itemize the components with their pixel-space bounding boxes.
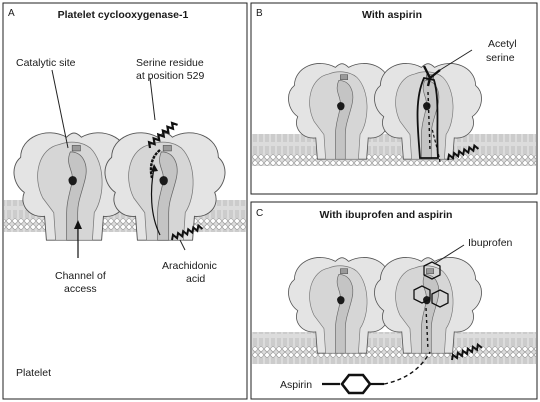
aspirin-label: Aspirin bbox=[280, 379, 312, 391]
arachidonic-acid-molecule bbox=[145, 119, 204, 241]
serine-pointer bbox=[149, 77, 156, 121]
serine-label-line2: at position 529 bbox=[136, 70, 204, 82]
ibuprofen-label: Ibuprofen bbox=[468, 237, 513, 249]
platelet-label: Platelet bbox=[16, 367, 51, 379]
panel-c-title: With ibuprofen and aspirin bbox=[320, 209, 453, 221]
serine-label-line1: Serine residue bbox=[136, 57, 204, 69]
panel-b-membrane bbox=[252, 134, 536, 166]
channel-label-line1: Channel of bbox=[55, 270, 106, 282]
panel-a: A Platelet cyclooxygenase-1 Catalytic si… bbox=[2, 2, 248, 400]
acetyl-label-line2: serine bbox=[486, 52, 515, 64]
panel-b-title: With aspirin bbox=[362, 9, 422, 21]
arachidonic-label-line1: Arachidonic bbox=[162, 260, 217, 272]
channel-label-line2: access bbox=[64, 283, 97, 295]
ibuprofen-pointer bbox=[433, 244, 465, 265]
panel-c-membrane bbox=[252, 332, 536, 364]
arachidonic-path-arrow bbox=[150, 167, 161, 236]
panel-b-letter: B bbox=[256, 8, 263, 19]
ibuprofen-molecule bbox=[413, 261, 449, 308]
acetyl-serine-group bbox=[422, 65, 441, 87]
panel-a-letter: A bbox=[8, 8, 15, 19]
panel-c-letter: C bbox=[256, 208, 263, 219]
panel-b: B With aspirin Acetyl serine bbox=[250, 2, 538, 195]
acetyl-pointer bbox=[439, 49, 473, 71]
aspirin-molecule bbox=[322, 351, 431, 395]
acetyl-label-line1: Acetyl bbox=[488, 38, 517, 50]
catalytic-site-label: Catalytic site bbox=[16, 57, 76, 69]
panel-a-title: Platelet cyclooxygenase-1 bbox=[58, 9, 189, 21]
blocked-channel-outline bbox=[416, 76, 439, 159]
arachidonic-label-line2: acid bbox=[186, 273, 205, 285]
panel-c: C With ibuprofen and aspirin Ibuprofen A… bbox=[250, 201, 538, 400]
catalytic-site-pointer bbox=[51, 69, 69, 149]
